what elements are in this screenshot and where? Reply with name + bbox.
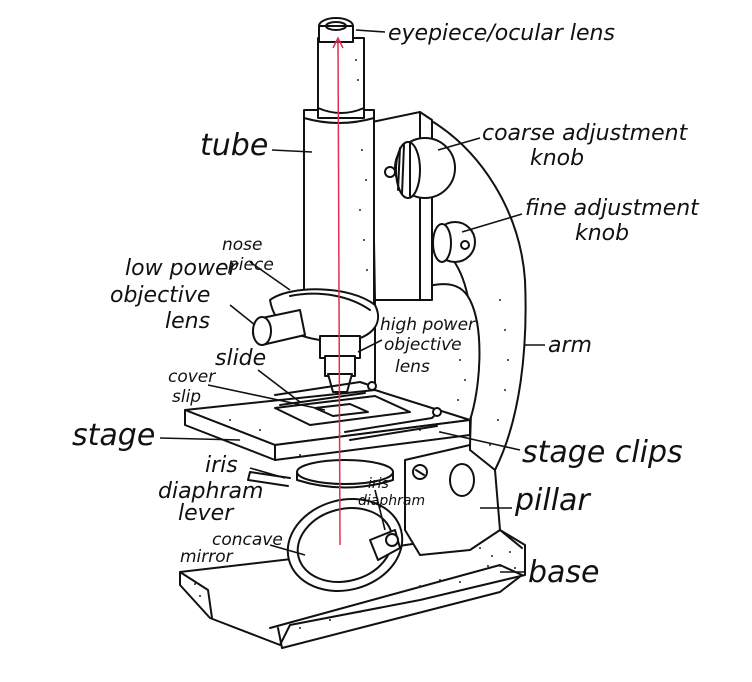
label-base: base [528, 555, 600, 590]
label-cover: cover [168, 367, 216, 387]
light-path-line [332, 36, 344, 546]
label-eyepiece: eyepiece/ocular lens [388, 21, 615, 46]
label-iris-lever-3: lever [178, 501, 235, 526]
label-stage-clips: stage clips [522, 435, 683, 470]
label-high-lens: lens [395, 357, 430, 377]
label-arm: arm [548, 333, 592, 358]
label-high-power: high power [380, 315, 476, 335]
label-high-objective: objective [384, 335, 462, 355]
label-coarse-adjustment: coarse adjustment [482, 121, 689, 146]
label-low-lens: lens [165, 309, 210, 334]
label-slide: slide [215, 346, 266, 371]
arm-shape [374, 119, 527, 471]
label-nose: nose [222, 235, 263, 255]
iris-diaphragm-shape [247, 459, 394, 489]
label-low-power: low power [125, 256, 240, 281]
stage-shape [184, 381, 471, 461]
concave-mirror-shape [286, 498, 404, 592]
label-stage: stage [72, 418, 155, 453]
label-iris-lever-2: diaphram [158, 479, 263, 504]
label-iris-diaphram-2: diaphram [358, 493, 425, 509]
label-piece: piece [227, 255, 274, 275]
label-tube: tube [200, 128, 268, 163]
label-fine-knob: knob [575, 221, 629, 246]
leader-lines [159, 29, 545, 573]
coarse-adjustment-knob [384, 137, 456, 199]
label-low-objective: objective [110, 283, 210, 308]
labels: eyepiece/ocular lens tube coarse adjustm… [72, 21, 700, 590]
label-pillar: pillar [514, 483, 591, 518]
label-fine-adjustment: fine adjustment [525, 196, 700, 221]
label-iris-diaphram-1: iris [368, 476, 389, 492]
label-coarse-knob: knob [530, 146, 584, 171]
label-slip: slip [172, 387, 201, 407]
label-concave: concave [212, 530, 283, 550]
fine-adjustment-knob [432, 221, 476, 263]
label-iris-lever-1: iris [205, 453, 238, 478]
low-power-objective-shape [252, 309, 306, 346]
label-mirror: mirror [180, 547, 234, 567]
